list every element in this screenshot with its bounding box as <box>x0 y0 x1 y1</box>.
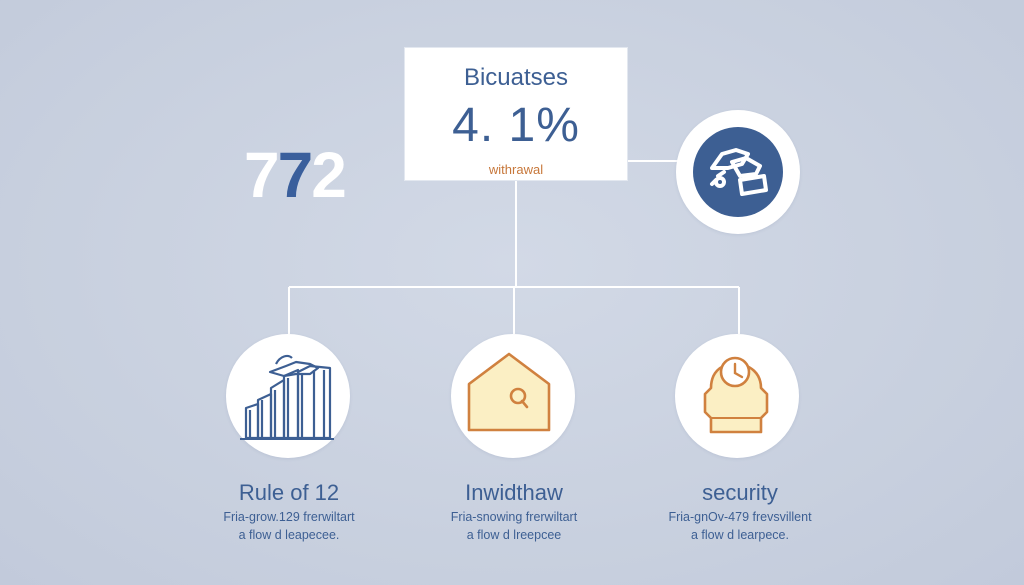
big-number: 772 <box>244 138 347 212</box>
clock-lock-icon <box>703 356 769 434</box>
card-3-desc-line-1: Fria-gnOv-479 frevsvillent <box>668 510 812 524</box>
card-1-label: Rule of 12 <box>238 480 340 505</box>
card-2-desc-line-1: Fria-snowing frerwiltart <box>450 510 578 524</box>
big-number-digit-3: 2 <box>311 139 347 211</box>
card-3-circle <box>675 334 799 458</box>
card-1-desc-line-2: a flow d leapecee. <box>238 528 340 542</box>
main-card-value: 4. 1% <box>452 99 580 152</box>
card-3-desc-line-2: a flow d learpece. <box>691 528 789 542</box>
card-1-desc-line-1: Fria-grow.129 frerwiltart <box>223 510 355 524</box>
card-1-description: Fria-grow.129 frerwiltart a flow d leape… <box>169 508 409 544</box>
big-number-digit-1: 7 <box>244 139 280 211</box>
card-1-circle <box>226 334 350 458</box>
card-2-label: Inwidthaw <box>465 480 563 505</box>
big-number-digit-2: 7 <box>277 139 314 211</box>
main-card-title: Bicuatses <box>463 64 569 91</box>
main-card: Bicuatses 4. 1% withrawal <box>404 47 628 181</box>
main-card-caption: withrawal <box>488 162 544 177</box>
card-3-label: security <box>702 480 778 505</box>
car-circle <box>676 110 800 234</box>
car-icon <box>693 127 783 217</box>
card-3-description: Fria-gnOv-479 frevsvillent a flow d lear… <box>620 508 860 544</box>
bar-chart-icon <box>240 354 334 440</box>
card-2-description: Fria-snowing frerwiltart a flow d lreepc… <box>394 508 634 544</box>
card-2-desc-line-2: a flow d lreepcee <box>466 528 562 542</box>
house-icon <box>467 352 551 432</box>
card-2-circle <box>451 334 575 458</box>
